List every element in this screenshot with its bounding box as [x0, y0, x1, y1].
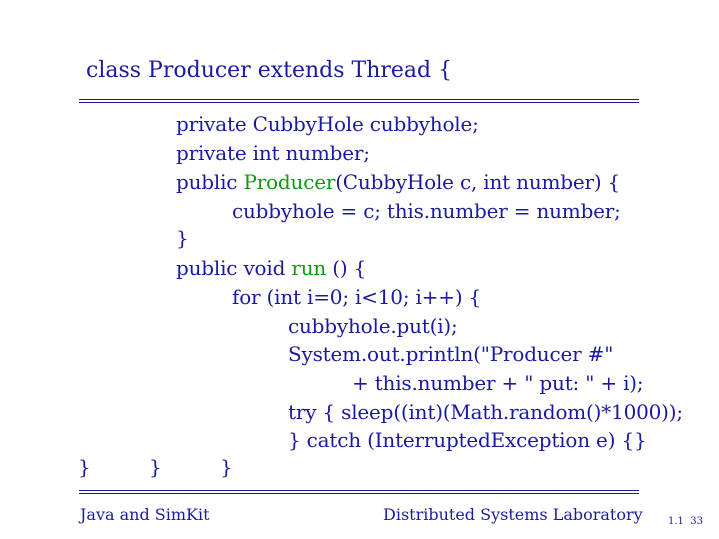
code-line: public void run () {: [176, 256, 367, 280]
footer-course-name: Java and SimKit: [80, 505, 210, 524]
code-line: public Producer(CubbyHole c, int number)…: [176, 170, 621, 194]
method-name-producer: Producer: [243, 170, 336, 194]
closing-brace: }: [149, 455, 162, 479]
closing-brace: }: [220, 455, 233, 479]
title-rule-bottom: [79, 102, 639, 103]
code-line: System.out.println("Producer #": [288, 342, 614, 366]
footer-lab-name: Distributed Systems Laboratory: [383, 505, 643, 524]
code-line: private int number;: [176, 141, 370, 165]
title-rule-top: [79, 99, 639, 100]
page-number: 1.1 33: [668, 516, 703, 527]
closing-brace: }: [78, 455, 91, 479]
method-name-run: run: [291, 256, 327, 280]
code-line: } catch (InterruptedException e) {}: [288, 428, 647, 452]
slide-title: class Producer extends Thread {: [86, 58, 453, 83]
footer-rule-top: [79, 490, 639, 491]
code-line: }: [176, 226, 189, 250]
code-line: for (int i=0; i<10; i++) {: [232, 285, 482, 309]
footer-rule-bottom: [79, 493, 639, 494]
code-line: + this.number + " put: " + i);: [352, 371, 644, 395]
code-line: private CubbyHole cubbyhole;: [176, 112, 479, 136]
code-line: cubbyhole.put(i);: [288, 314, 458, 338]
code-line: try { sleep((int)(Math.random()*1000));: [288, 400, 683, 424]
code-line: cubbyhole = c; this.number = number;: [232, 199, 621, 223]
